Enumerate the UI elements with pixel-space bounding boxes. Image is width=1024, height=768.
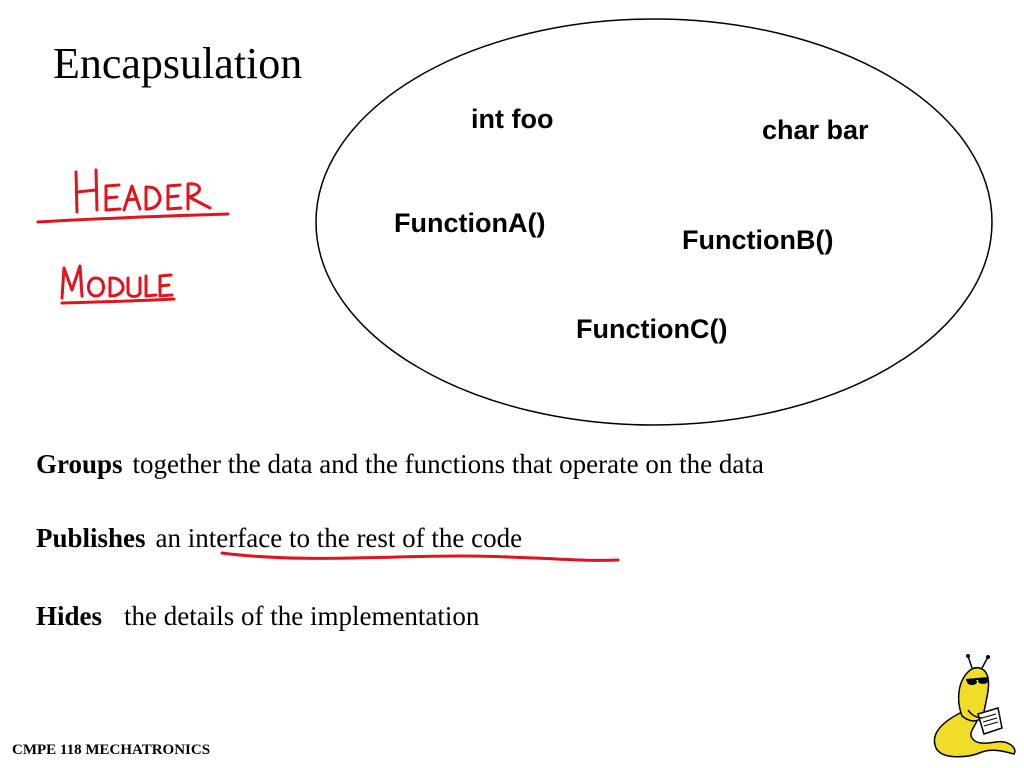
slide-title: Encapsulation	[53, 39, 303, 88]
handwritten-module-word	[60, 264, 176, 305]
bullet-keyword: Hides	[36, 601, 103, 631]
bullet-row-hides: Hides the details of the implementation	[36, 600, 479, 632]
handwritten-header-word	[36, 168, 230, 224]
diagram-item-function-b: FunctionB()	[682, 225, 834, 255]
bullet-text: together the data and the functions that…	[132, 449, 764, 479]
bullet-keyword: Publishes	[36, 523, 146, 553]
diagram-item-char-bar: char bar	[762, 115, 869, 145]
banana-slug-mascot-icon	[933, 654, 1016, 758]
bullet-row-groups: Groups together the data and the function…	[36, 448, 764, 480]
bullet-keyword: Groups	[36, 449, 123, 479]
slide-footer: CMPE 118 MECHATRONICS	[12, 742, 211, 758]
bullet-text: the details of the implementation	[124, 601, 480, 631]
bullet-row-publishes: Publishes an interface to the rest of the…	[36, 522, 522, 554]
diagram-item-function-a: FunctionA()	[394, 208, 546, 238]
handwritten-underline-interface	[220, 551, 620, 562]
diagram-item-function-c: FunctionC()	[576, 314, 728, 344]
bullet-text: an interface to the rest of the code	[155, 523, 523, 553]
diagram-item-int-foo: int foo	[471, 104, 554, 134]
